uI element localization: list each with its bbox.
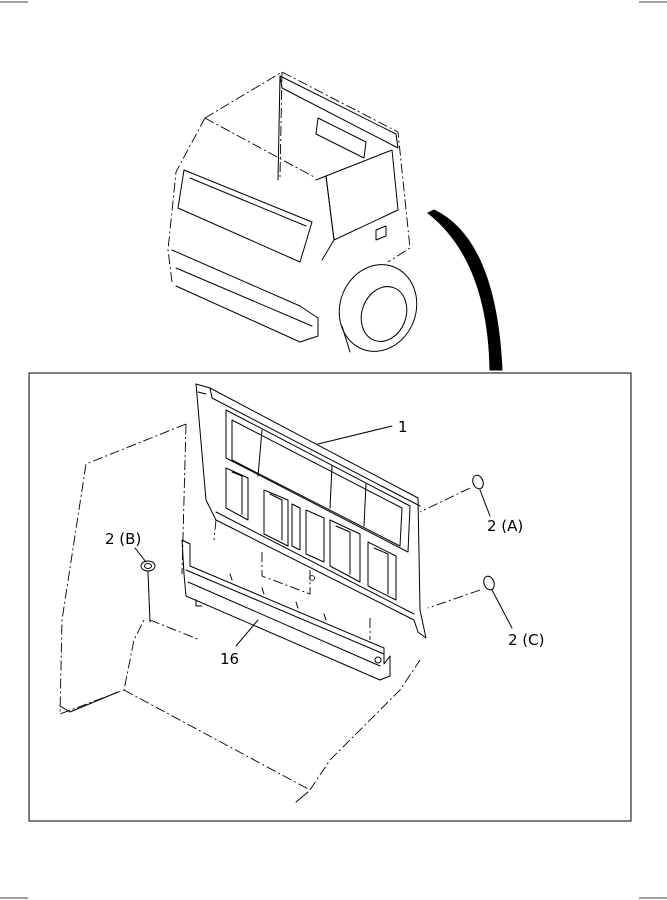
callout-part-16: 16 — [220, 650, 239, 668]
panel-ribs — [225, 467, 397, 601]
callout-part-2a: 2 (A) — [487, 517, 523, 535]
callout-part-2c: 2 (C) — [508, 631, 545, 649]
grommet-c — [427, 575, 495, 609]
detail-frame — [28, 372, 632, 822]
grommet-b — [140, 560, 203, 623]
callout-part-1: 1 — [398, 418, 408, 436]
detail-assembly — [59, 383, 495, 803]
callout-part-2b: 2 (B) — [105, 530, 141, 548]
truck-cab-overview — [167, 71, 418, 353]
detail-pointer — [427, 209, 503, 371]
grommet-a — [419, 474, 484, 513]
leader-lines — [134, 425, 513, 647]
